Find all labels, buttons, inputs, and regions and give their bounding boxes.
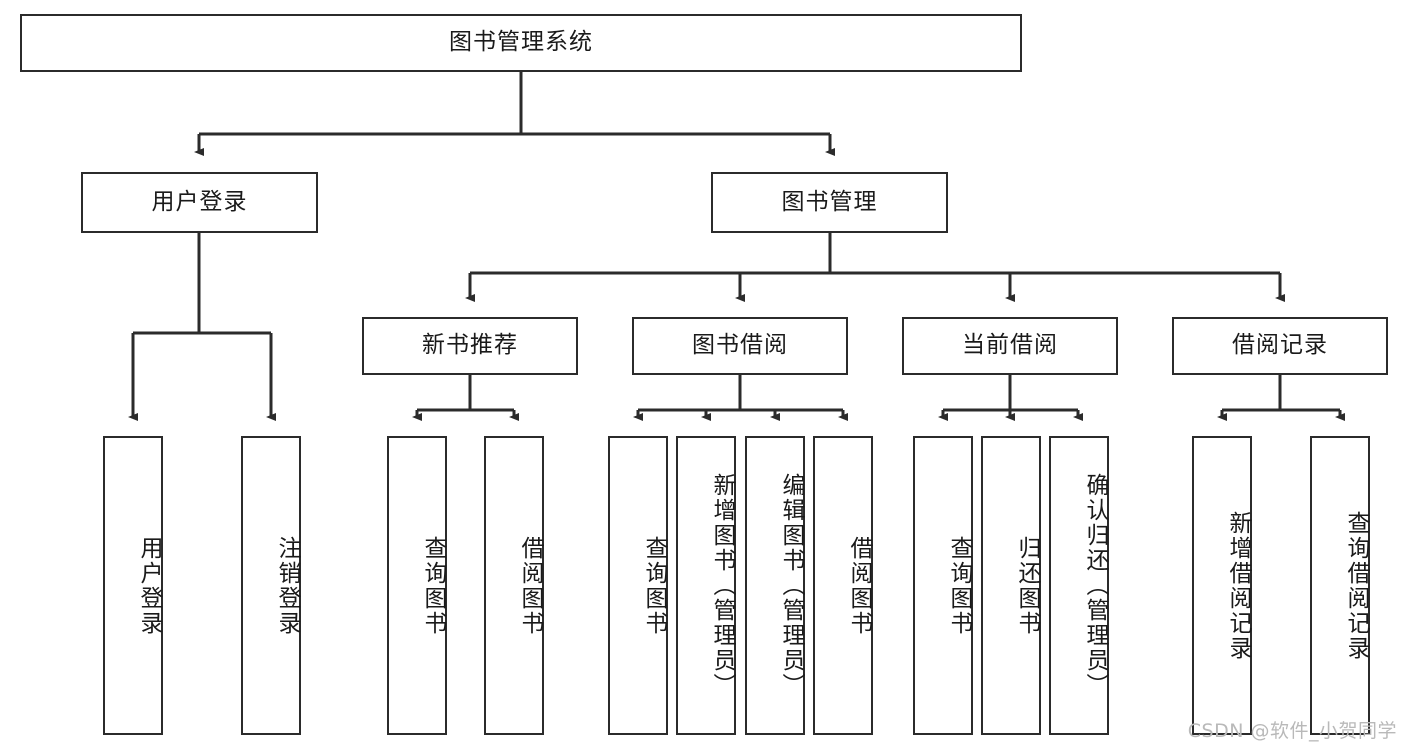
- node-root-book-management-system[interactable]: 图书管理系统: [20, 14, 1022, 72]
- leaf-current-borrow-confirm-return-admin[interactable]: 确认归还（管理员）: [1049, 436, 1109, 735]
- node-label: 借阅记录: [1232, 332, 1328, 359]
- node-label: 图书管理系统: [449, 29, 593, 56]
- node-new-book-recommendation[interactable]: 新书推荐: [362, 317, 578, 375]
- node-label: 图书管理: [781, 188, 878, 215]
- node-label: 查询图书: [641, 535, 667, 636]
- leaf-book-borrow-query-books[interactable]: 查询图书: [608, 436, 668, 735]
- node-label: 确认归还（管理员）: [1082, 473, 1108, 698]
- leaf-user-login-login[interactable]: 用户登录: [103, 436, 163, 735]
- leaf-current-borrow-query-books[interactable]: 查询图书: [913, 436, 973, 735]
- node-label: 查询图书: [946, 535, 972, 636]
- node-label: 查询借阅记录: [1343, 510, 1369, 661]
- leaf-new-book-borrow-books[interactable]: 借阅图书: [484, 436, 544, 735]
- node-label: 新增图书（管理员）: [709, 473, 735, 698]
- node-label: 新书推荐: [422, 332, 518, 359]
- csdn-watermark: CSDN @软件_小贺同学: [1187, 720, 1397, 742]
- node-borrowing-records[interactable]: 借阅记录: [1172, 317, 1388, 375]
- node-label: 注销登录: [274, 535, 300, 636]
- node-label: 借阅图书: [846, 535, 872, 636]
- node-label: 图书借阅: [692, 332, 788, 359]
- leaf-borrow-record-add-record[interactable]: 新增借阅记录: [1192, 436, 1252, 735]
- node-label: 用户登录: [136, 535, 162, 636]
- leaf-new-book-query-books[interactable]: 查询图书: [387, 436, 447, 735]
- node-label: 查询图书: [420, 535, 446, 636]
- node-book-management[interactable]: 图书管理: [711, 172, 948, 233]
- node-user-login[interactable]: 用户登录: [81, 172, 318, 233]
- node-label: 归还图书: [1014, 535, 1040, 636]
- node-current-borrowing[interactable]: 当前借阅: [902, 317, 1118, 375]
- node-label: 新增借阅记录: [1225, 510, 1251, 661]
- leaf-borrow-record-query-record[interactable]: 查询借阅记录: [1310, 436, 1370, 735]
- leaf-book-borrow-borrow-books[interactable]: 借阅图书: [813, 436, 873, 735]
- node-book-borrowing[interactable]: 图书借阅: [632, 317, 848, 375]
- node-label: 当前借阅: [962, 332, 1058, 359]
- node-label: 编辑图书（管理员）: [778, 473, 804, 698]
- node-label: 借阅图书: [517, 535, 543, 636]
- leaf-book-borrow-add-book-admin[interactable]: 新增图书（管理员）: [676, 436, 736, 735]
- node-label: 用户登录: [151, 188, 248, 215]
- leaf-current-borrow-return-books[interactable]: 归还图书: [981, 436, 1041, 735]
- leaf-book-borrow-edit-book-admin[interactable]: 编辑图书（管理员）: [745, 436, 805, 735]
- leaf-user-login-logout[interactable]: 注销登录: [241, 436, 301, 735]
